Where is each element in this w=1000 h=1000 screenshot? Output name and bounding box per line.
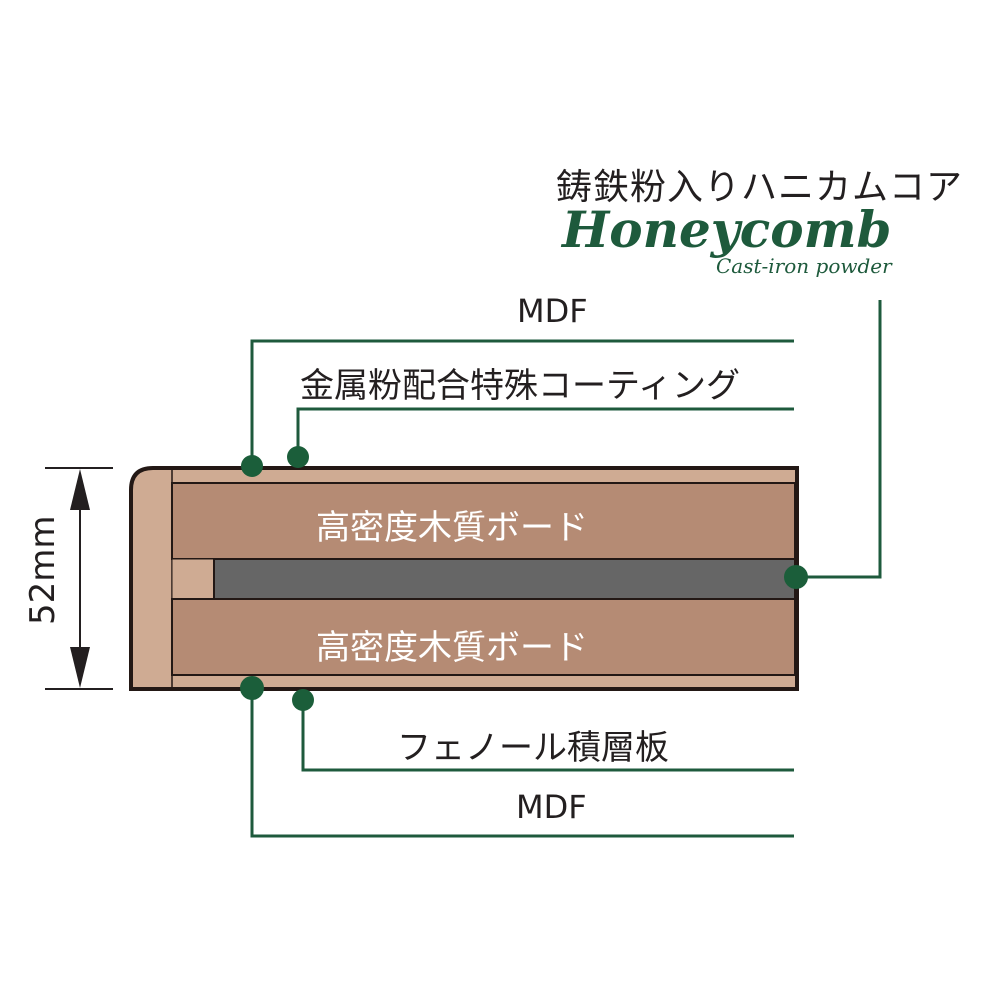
honeycomb-core-layer: [213, 558, 796, 600]
dot-bottom-mdf: [240, 676, 264, 700]
honeycomb-brand-title: Honeycomb: [562, 200, 892, 259]
arrow-down-icon: [70, 647, 90, 688]
honeycomb-subtitle: Cast-iron powder: [716, 254, 892, 278]
arrow-up-icon: [70, 469, 90, 510]
honeycomb-core-title-jp: 鋳鉄粉入りハニカムコア: [556, 167, 964, 208]
leader-lines: [250, 300, 882, 838]
upper-board-layer: [171, 482, 796, 560]
panel-cross-section: [129, 466, 799, 691]
dimension-indicator: [45, 467, 113, 690]
dot-phenol: [292, 689, 314, 711]
label-bottom-mdf: MDF: [516, 788, 587, 826]
label-coating: 金属粉配合特殊コーティング: [300, 366, 740, 406]
lower-board-layer: [171, 598, 796, 676]
dot-top-mdf: [241, 455, 263, 477]
label-upper-board: 高密度木質ボード: [316, 508, 588, 548]
label-top-mdf: MDF: [517, 292, 588, 330]
callout-dots: [240, 446, 808, 711]
label-phenol-laminate: フェノール積層板: [397, 728, 669, 768]
thickness-label: 52mm: [23, 515, 63, 625]
dot-honeycomb: [784, 565, 808, 589]
label-lower-board: 高密度木質ボード: [316, 628, 588, 668]
dot-coating: [287, 446, 309, 468]
